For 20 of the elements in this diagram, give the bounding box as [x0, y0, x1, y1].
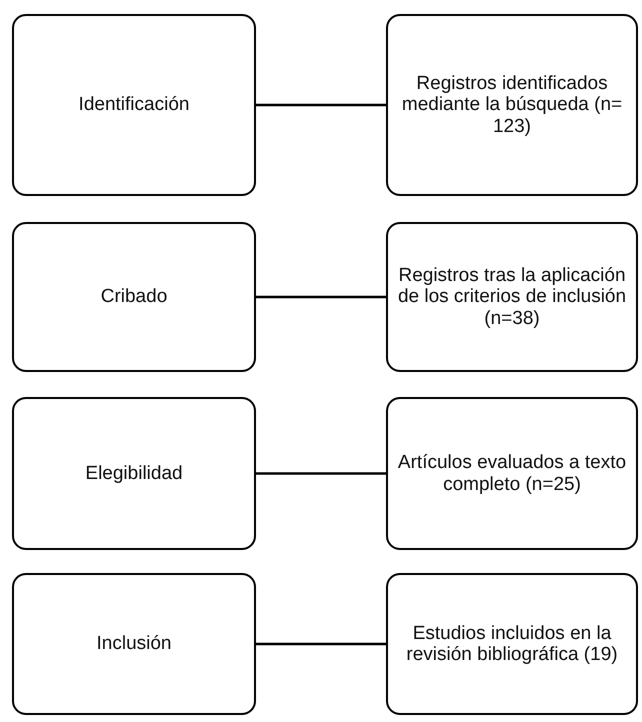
connector-line — [256, 296, 386, 298]
result-text: Artículos evaluados a texto completo (n=25) — [396, 452, 628, 495]
stage-label: Identificación — [78, 94, 190, 116]
result-box — [386, 397, 638, 550]
connector-line — [256, 104, 386, 106]
connector-line — [256, 642, 386, 646]
result-text: Registros tras la aplicación de los criterios de inclusión (n=38) — [396, 264, 628, 330]
stage-box — [12, 573, 256, 715]
stage-label: Cribado — [100, 286, 168, 308]
result-box — [386, 14, 638, 196]
stage-label: Inclusión — [96, 633, 172, 655]
stage-box — [12, 14, 256, 196]
stage-box — [12, 222, 256, 372]
result-box — [386, 222, 638, 372]
stage-box — [12, 397, 256, 550]
result-text: Estudios incluidos en la revisión bibliográfica (19) — [405, 622, 619, 666]
result-box — [386, 573, 638, 715]
stage-label: Elegibilidad — [85, 462, 183, 484]
result-text: Registros identificados mediante la búsqueda (n= 123) — [400, 72, 624, 138]
connector-line — [256, 472, 386, 475]
